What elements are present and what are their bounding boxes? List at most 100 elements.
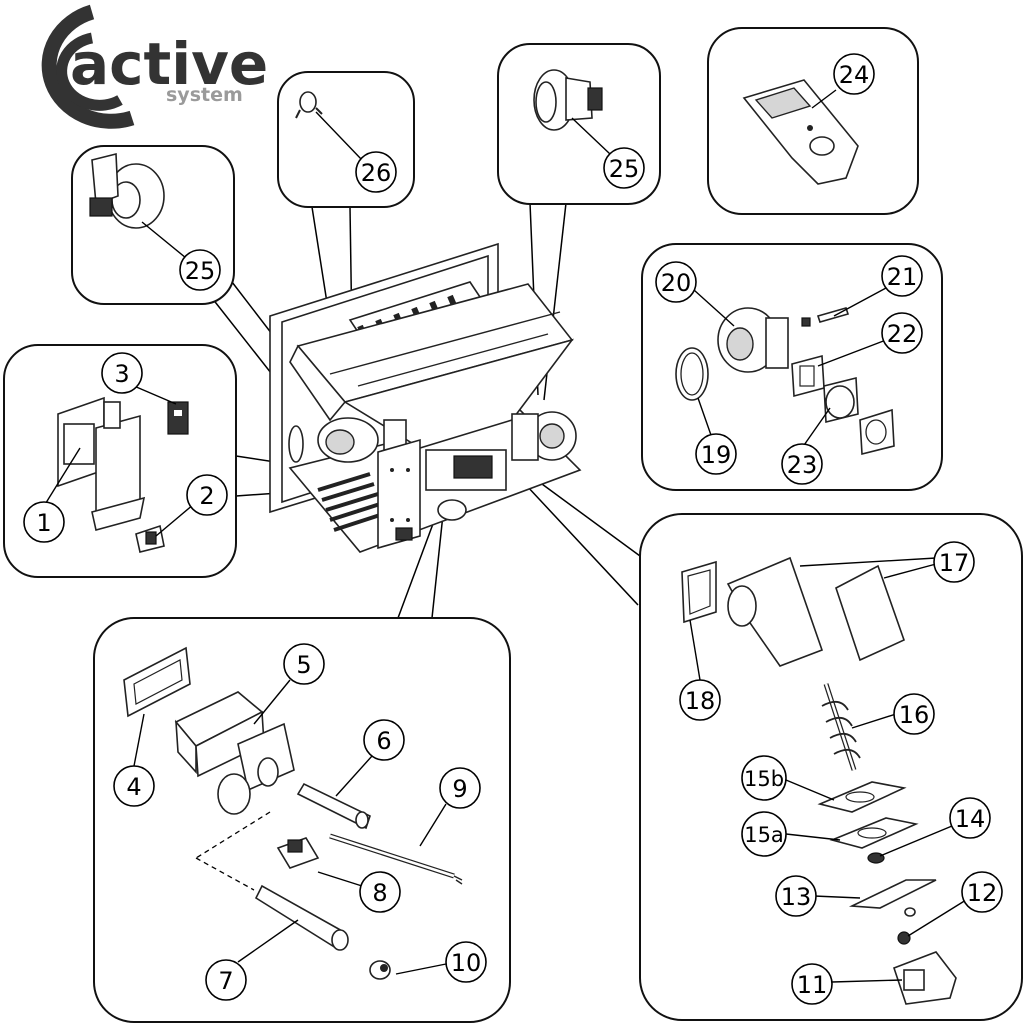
panel-clip — [277, 71, 415, 208]
fan-motor-25-right — [587, 87, 603, 111]
leader-line — [419, 803, 447, 847]
leader-line — [43, 447, 81, 507]
stove-igniter-end — [437, 499, 467, 521]
callout-label: 17 — [939, 549, 970, 577]
panel-frame — [277, 71, 415, 208]
callout-label: 1 — [36, 509, 51, 537]
callout-6: 6 — [363, 719, 405, 761]
callout-label: 18 — [685, 687, 716, 715]
callout-label: 6 — [376, 727, 391, 755]
leader-line — [785, 833, 841, 841]
callout-4: 4 — [113, 765, 155, 807]
callout-label: 15a — [744, 823, 784, 847]
callout-label: 20 — [661, 269, 692, 297]
stove-main-assembly — [269, 242, 582, 553]
combustion-fan-20-outlet — [765, 317, 789, 369]
burner-tube-end — [257, 757, 279, 787]
leader-line — [879, 825, 953, 857]
stove-side-ring — [288, 425, 304, 463]
leader-line — [141, 221, 187, 259]
stove-fan-right-hub — [539, 423, 565, 449]
power-socket-pins — [145, 531, 157, 545]
callout-3: 3 — [101, 352, 143, 394]
control-switch-3 — [167, 401, 189, 435]
leader-line — [697, 397, 713, 439]
leader-line — [813, 895, 861, 899]
leader-line — [851, 713, 897, 729]
callout-label: 12 — [967, 879, 998, 907]
tube-6 — [296, 782, 371, 830]
brand-logo: active system — [41, 4, 268, 129]
leader-lines — [43, 89, 967, 983]
control-board-chip — [63, 423, 95, 465]
base-vent-slots — [317, 472, 381, 532]
callout-label: 3 — [114, 360, 129, 388]
callout-label: 5 — [296, 651, 311, 679]
gasket-plate-22 — [791, 354, 825, 398]
callout-25-right: 25 — [603, 147, 645, 189]
tube-6-end — [355, 811, 369, 829]
callout-label: 23 — [787, 451, 818, 479]
leader-line — [155, 503, 195, 537]
callout-label: 8 — [372, 879, 387, 907]
callout-2: 2 — [186, 474, 228, 516]
dashed-guide-line — [195, 857, 255, 891]
gasket-4 — [123, 646, 191, 718]
leader-line — [237, 919, 299, 963]
leader-line — [317, 871, 363, 887]
logo-outer-arc — [41, 4, 135, 129]
bushing-14 — [867, 852, 885, 864]
cable-part-21 — [816, 307, 850, 323]
callout-15b: 15b — [741, 755, 787, 801]
clip-part-26 — [299, 91, 317, 113]
leader-line — [571, 117, 611, 155]
gear-motor-11-box — [903, 969, 925, 991]
leader-line — [689, 619, 701, 681]
callout-9: 9 — [439, 767, 481, 809]
panel-burner-components — [93, 617, 511, 1023]
pellet-hopper-side — [289, 344, 347, 422]
callout-25-left: 25 — [179, 249, 221, 291]
callout-label: 4 — [126, 773, 141, 801]
leader-line — [817, 339, 887, 367]
leader-line — [133, 713, 145, 767]
fan-inlet-25-right — [535, 81, 557, 123]
leader-line — [693, 289, 735, 327]
panel-frame — [639, 513, 1023, 1021]
spacer-13 — [904, 907, 916, 917]
callout-label: 10 — [451, 949, 482, 977]
callout-23: 23 — [781, 443, 823, 485]
callout-16: 16 — [893, 693, 935, 735]
stove-burner-housing — [511, 413, 539, 461]
panel-remote — [707, 27, 919, 215]
callout-label: 14 — [955, 805, 986, 833]
leader-line — [811, 89, 837, 109]
fan-flange-23-hole — [825, 385, 855, 419]
logo-text: active — [70, 30, 268, 98]
callout-13: 13 — [775, 875, 817, 917]
connector-line — [431, 504, 445, 619]
panel-auger-system — [639, 513, 1023, 1021]
callout-24: 24 — [833, 53, 875, 95]
gasket-18 — [681, 560, 717, 624]
gasket-15a — [829, 817, 919, 849]
callout-10: 10 — [445, 941, 487, 983]
leader-line — [253, 679, 291, 725]
callout-22: 22 — [881, 312, 923, 354]
callout-19: 19 — [695, 433, 737, 475]
stove-fan-left-hub — [325, 429, 355, 455]
auger-cover-17 — [835, 564, 905, 662]
callout-label: 22 — [887, 320, 918, 348]
connector-line — [511, 469, 639, 606]
leader-line — [831, 979, 903, 983]
callout-label: 21 — [887, 263, 918, 291]
callout-label: 7 — [218, 967, 233, 995]
stove-power-socket — [395, 527, 413, 541]
igniter-block-8 — [287, 839, 303, 853]
callout-label: 25 — [609, 155, 640, 183]
callout-18: 18 — [679, 679, 721, 721]
callout-label: 15b — [744, 767, 784, 791]
callout-20: 20 — [655, 261, 697, 303]
burner-tube-ring — [217, 773, 251, 815]
callout-8: 8 — [359, 871, 401, 913]
